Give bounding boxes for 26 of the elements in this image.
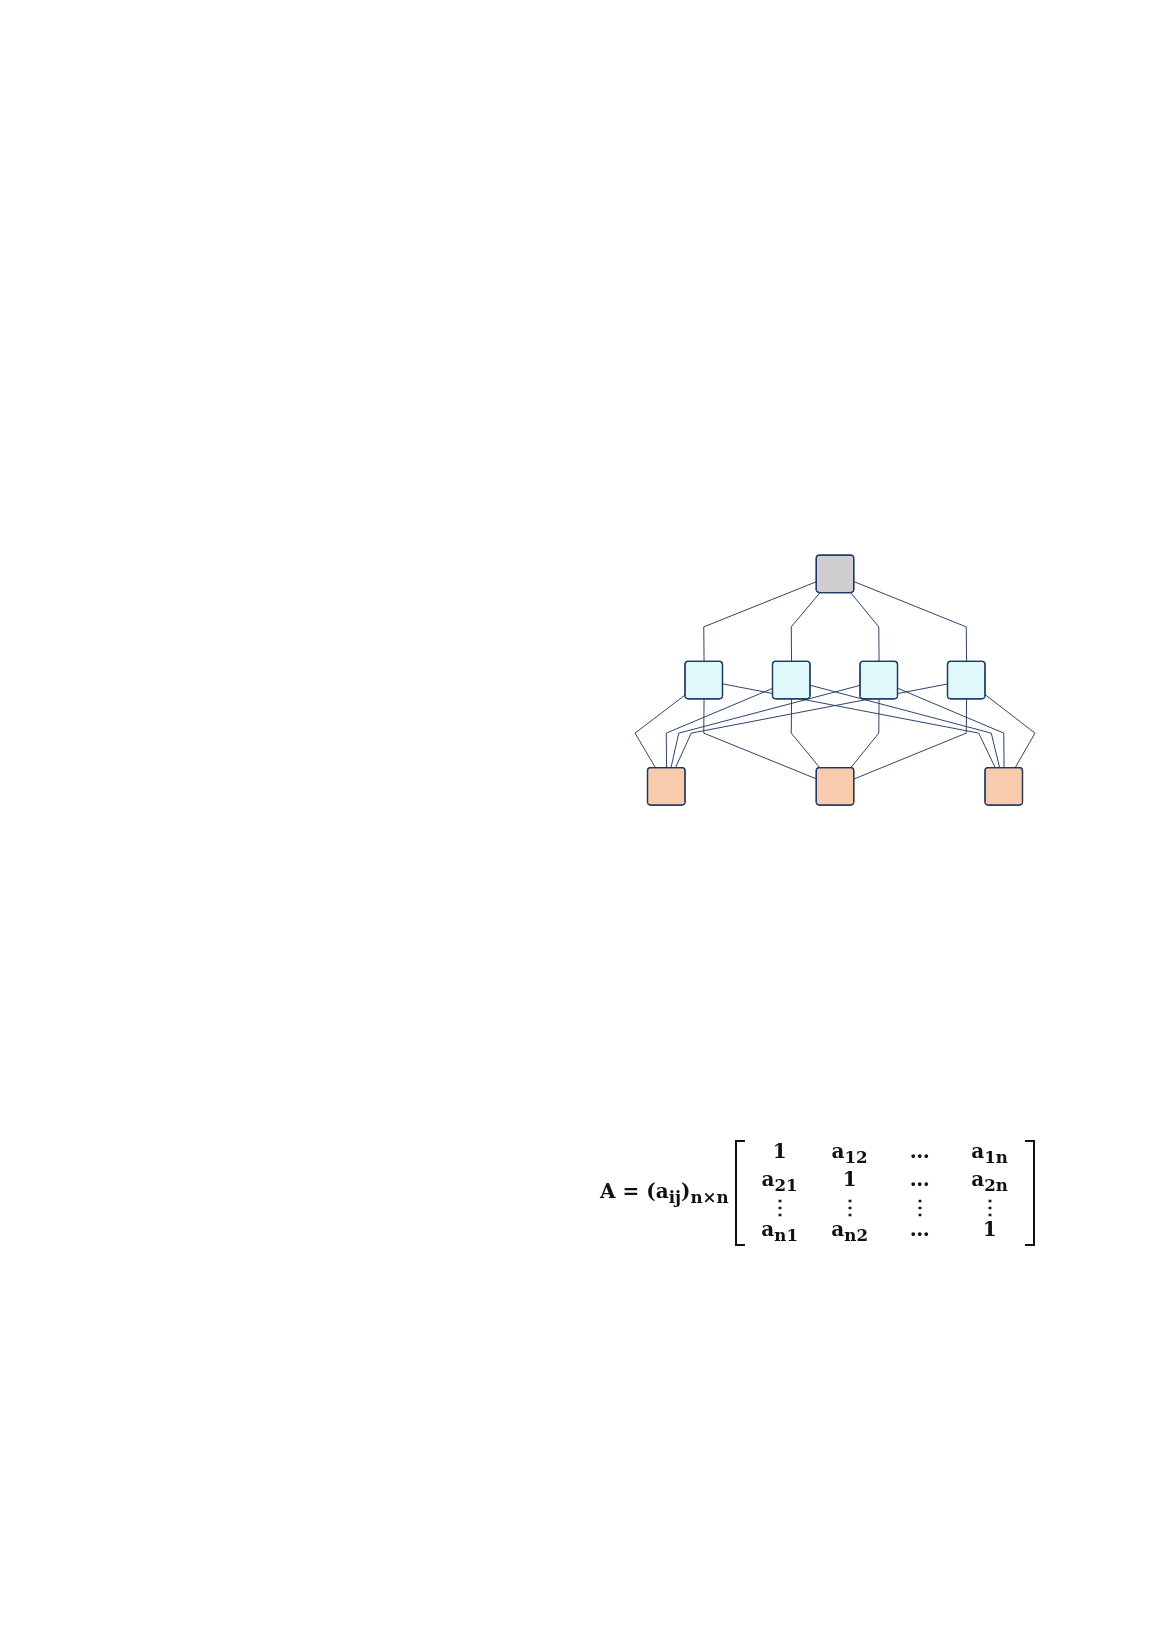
connector (790, 698, 821, 769)
matrix-entry: 1 (981, 1218, 998, 1243)
matrix-entry: ⋮ (768, 1196, 791, 1218)
matrix-entry: a$_{21}$ (760, 1168, 799, 1196)
matrix-entry: 1 (771, 1140, 788, 1165)
matrix-entry: a$_{1n}$ (970, 1140, 1009, 1168)
matrix-entry: ⋮ (978, 1196, 1001, 1218)
matrix-entry: … (908, 1218, 931, 1243)
matrix-entry: ⋮ (908, 1196, 931, 1218)
matrix-entry: 1 (841, 1168, 858, 1193)
matrix-entry: a$_{n1}$ (760, 1218, 799, 1246)
connector (850, 698, 880, 769)
connector (853, 698, 968, 780)
connector (790, 592, 821, 663)
matrix-entry: a$_{n2}$ (830, 1218, 869, 1246)
matrix-entry: a$_{12}$ (830, 1140, 869, 1168)
connector (670, 684, 861, 769)
matrix-entry: a$_{2n}$ (970, 1168, 1009, 1196)
connector (853, 581, 968, 663)
matrix-entry: ⋮ (838, 1196, 861, 1218)
connector (897, 687, 1005, 769)
matrix-entry: … (908, 1168, 931, 1193)
connector (850, 592, 880, 663)
connector (722, 683, 996, 769)
formula-text: A = (a$_{ij}$)$_{n×n}$ (600, 1179, 729, 1207)
matrix-entry: … (908, 1140, 931, 1165)
